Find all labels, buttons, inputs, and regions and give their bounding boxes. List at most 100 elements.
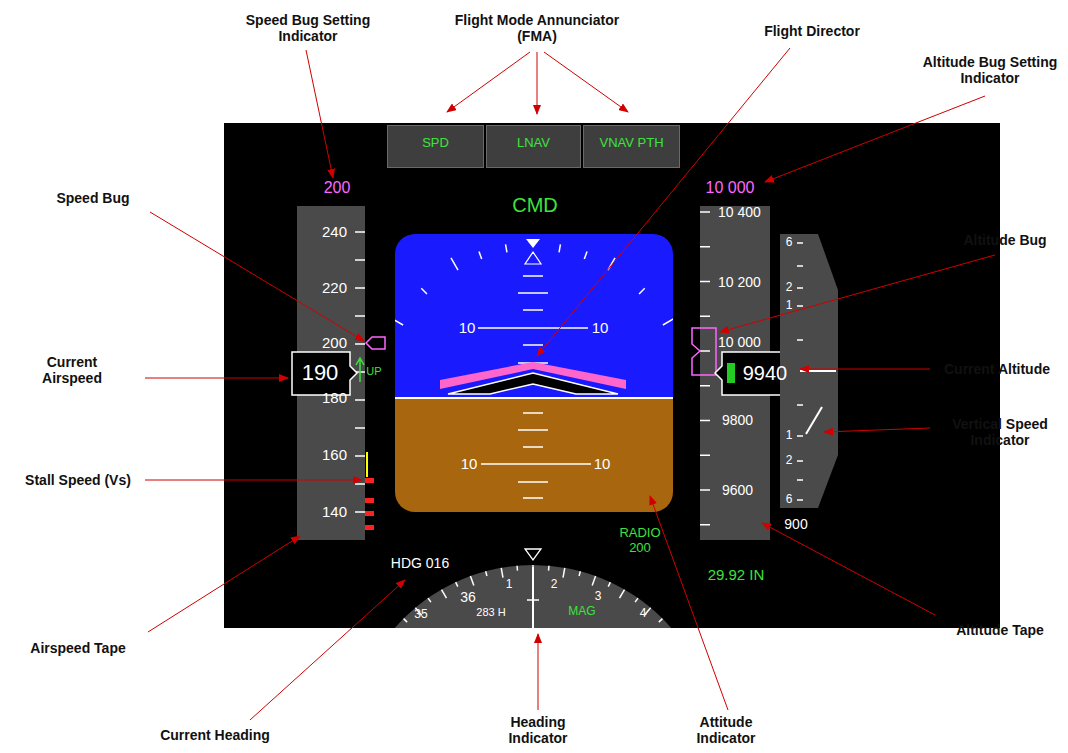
tick-mark [355, 427, 365, 429]
tick-mark [700, 455, 710, 457]
tick-mark [700, 350, 710, 352]
callout-label: Flight Mode Annunciator (FMA) [437, 12, 637, 44]
altitude-scale: 10 400 [718, 204, 761, 220]
callout-label: Stall Speed (Vs) [25, 472, 131, 488]
tick-mark [355, 483, 365, 485]
tick-mark [421, 288, 427, 294]
tick-mark [355, 399, 365, 401]
tick-mark [355, 315, 365, 317]
tick-mark [470, 576, 473, 585]
tick-mark [700, 420, 710, 422]
tick-mark [395, 318, 403, 325]
callout-label: Current Airspeed [22, 354, 122, 386]
tick-mark [620, 590, 625, 599]
tick-mark [608, 582, 610, 587]
tick-mark [592, 576, 595, 585]
callout-label: Speed Bug [56, 190, 129, 206]
tick-mark [355, 259, 365, 261]
callout-label: Altitude Bug Setting Indicator [915, 54, 1065, 86]
fma-box: VNAV PTH [583, 125, 680, 168]
current-altitude: 9940 [743, 362, 788, 385]
baro-setting: 29.92 IN [708, 566, 765, 583]
flap-marker: UP [366, 365, 381, 378]
tick-mark [404, 619, 408, 623]
altitude-scale: 10 200 [718, 274, 761, 290]
tick-mark [516, 566, 518, 571]
callout-label: Current Heading [160, 727, 270, 743]
heading-pointer [525, 549, 541, 560]
pitch-scale: 10 [594, 455, 611, 472]
tick-mark [355, 511, 365, 513]
vsi-scale: 1 [786, 299, 793, 313]
tick-mark [579, 571, 580, 576]
airspeed-box [292, 352, 357, 395]
speed-bug [366, 337, 385, 349]
display-screen [224, 123, 1000, 628]
fma-mode: VNAV PTH [599, 126, 663, 150]
compass-number: 2 [551, 578, 558, 592]
altitude-scale: 9800 [722, 412, 753, 428]
speed-scale: 240 [322, 223, 347, 240]
altitude-scale: 10 000 [718, 334, 761, 350]
compass-number: 35 [414, 608, 427, 622]
heading-reference: MAG [568, 605, 595, 619]
track-readout: 283 H [476, 606, 505, 619]
vsi-scale: 2 [786, 454, 793, 468]
speed-scale: 140 [322, 503, 347, 520]
tick-mark [355, 287, 365, 289]
speed-trend-arrow [356, 358, 364, 382]
tick-mark [442, 590, 447, 599]
vertical-speed: 900 [784, 516, 807, 532]
vsi-scale: 6 [786, 236, 793, 250]
tick-mark [486, 571, 487, 576]
tick-mark [563, 568, 565, 578]
altitude-setting: 10 000 [706, 179, 755, 197]
aircraft-symbol [448, 373, 618, 394]
tick-mark [700, 489, 710, 491]
compass-number: 3 [595, 590, 602, 604]
vsi-scale: 2 [786, 281, 793, 295]
leader-lines [145, 48, 995, 720]
tick-mark [663, 318, 673, 325]
autopilot-status: CMD [512, 194, 558, 217]
tick-mark [428, 598, 431, 602]
tick-mark [700, 211, 710, 213]
compass-number: 1 [506, 578, 513, 592]
compass-number: 36 [460, 589, 476, 605]
radio-altitude: RADIO 200 [615, 526, 665, 556]
tick-mark [700, 281, 710, 283]
tick-mark [584, 252, 587, 260]
tick-mark [451, 258, 458, 270]
heading-indicator [350, 565, 716, 628]
compass-number: 4 [640, 607, 647, 621]
tick-mark [479, 252, 482, 260]
tick-mark [501, 568, 503, 578]
pitch-scale: 10 [459, 319, 476, 336]
tick-mark [355, 343, 365, 345]
callout-label: Speed Bug Setting Indicator [243, 12, 373, 44]
tick-mark [548, 566, 550, 571]
tick-mark [700, 385, 710, 387]
speed-scale: 220 [322, 279, 347, 296]
speed-setting: 200 [324, 179, 351, 197]
tick-mark [355, 455, 365, 457]
callout-label: Heading Indicator [493, 714, 583, 746]
vsi-needle [806, 407, 822, 434]
vsi-scale: 6 [786, 493, 793, 507]
tick-mark [639, 288, 645, 294]
pitch-scale: 10 [461, 455, 478, 472]
tick-mark [700, 316, 710, 318]
heading-readout: HDG 016 [391, 555, 449, 571]
fma-mode: SPD [422, 126, 449, 150]
callout-label: Altitude Tape [956, 622, 1044, 638]
stall-bars [365, 478, 374, 530]
callout-label: Vertical Speed Indicator [935, 416, 1065, 448]
altitude-bug [692, 328, 716, 375]
speed-scale: 160 [322, 446, 347, 463]
pitch-scale: 10 [592, 319, 609, 336]
tick-mark [506, 244, 507, 252]
tick-mark [635, 598, 638, 602]
vsi-scale: 1 [786, 429, 793, 443]
